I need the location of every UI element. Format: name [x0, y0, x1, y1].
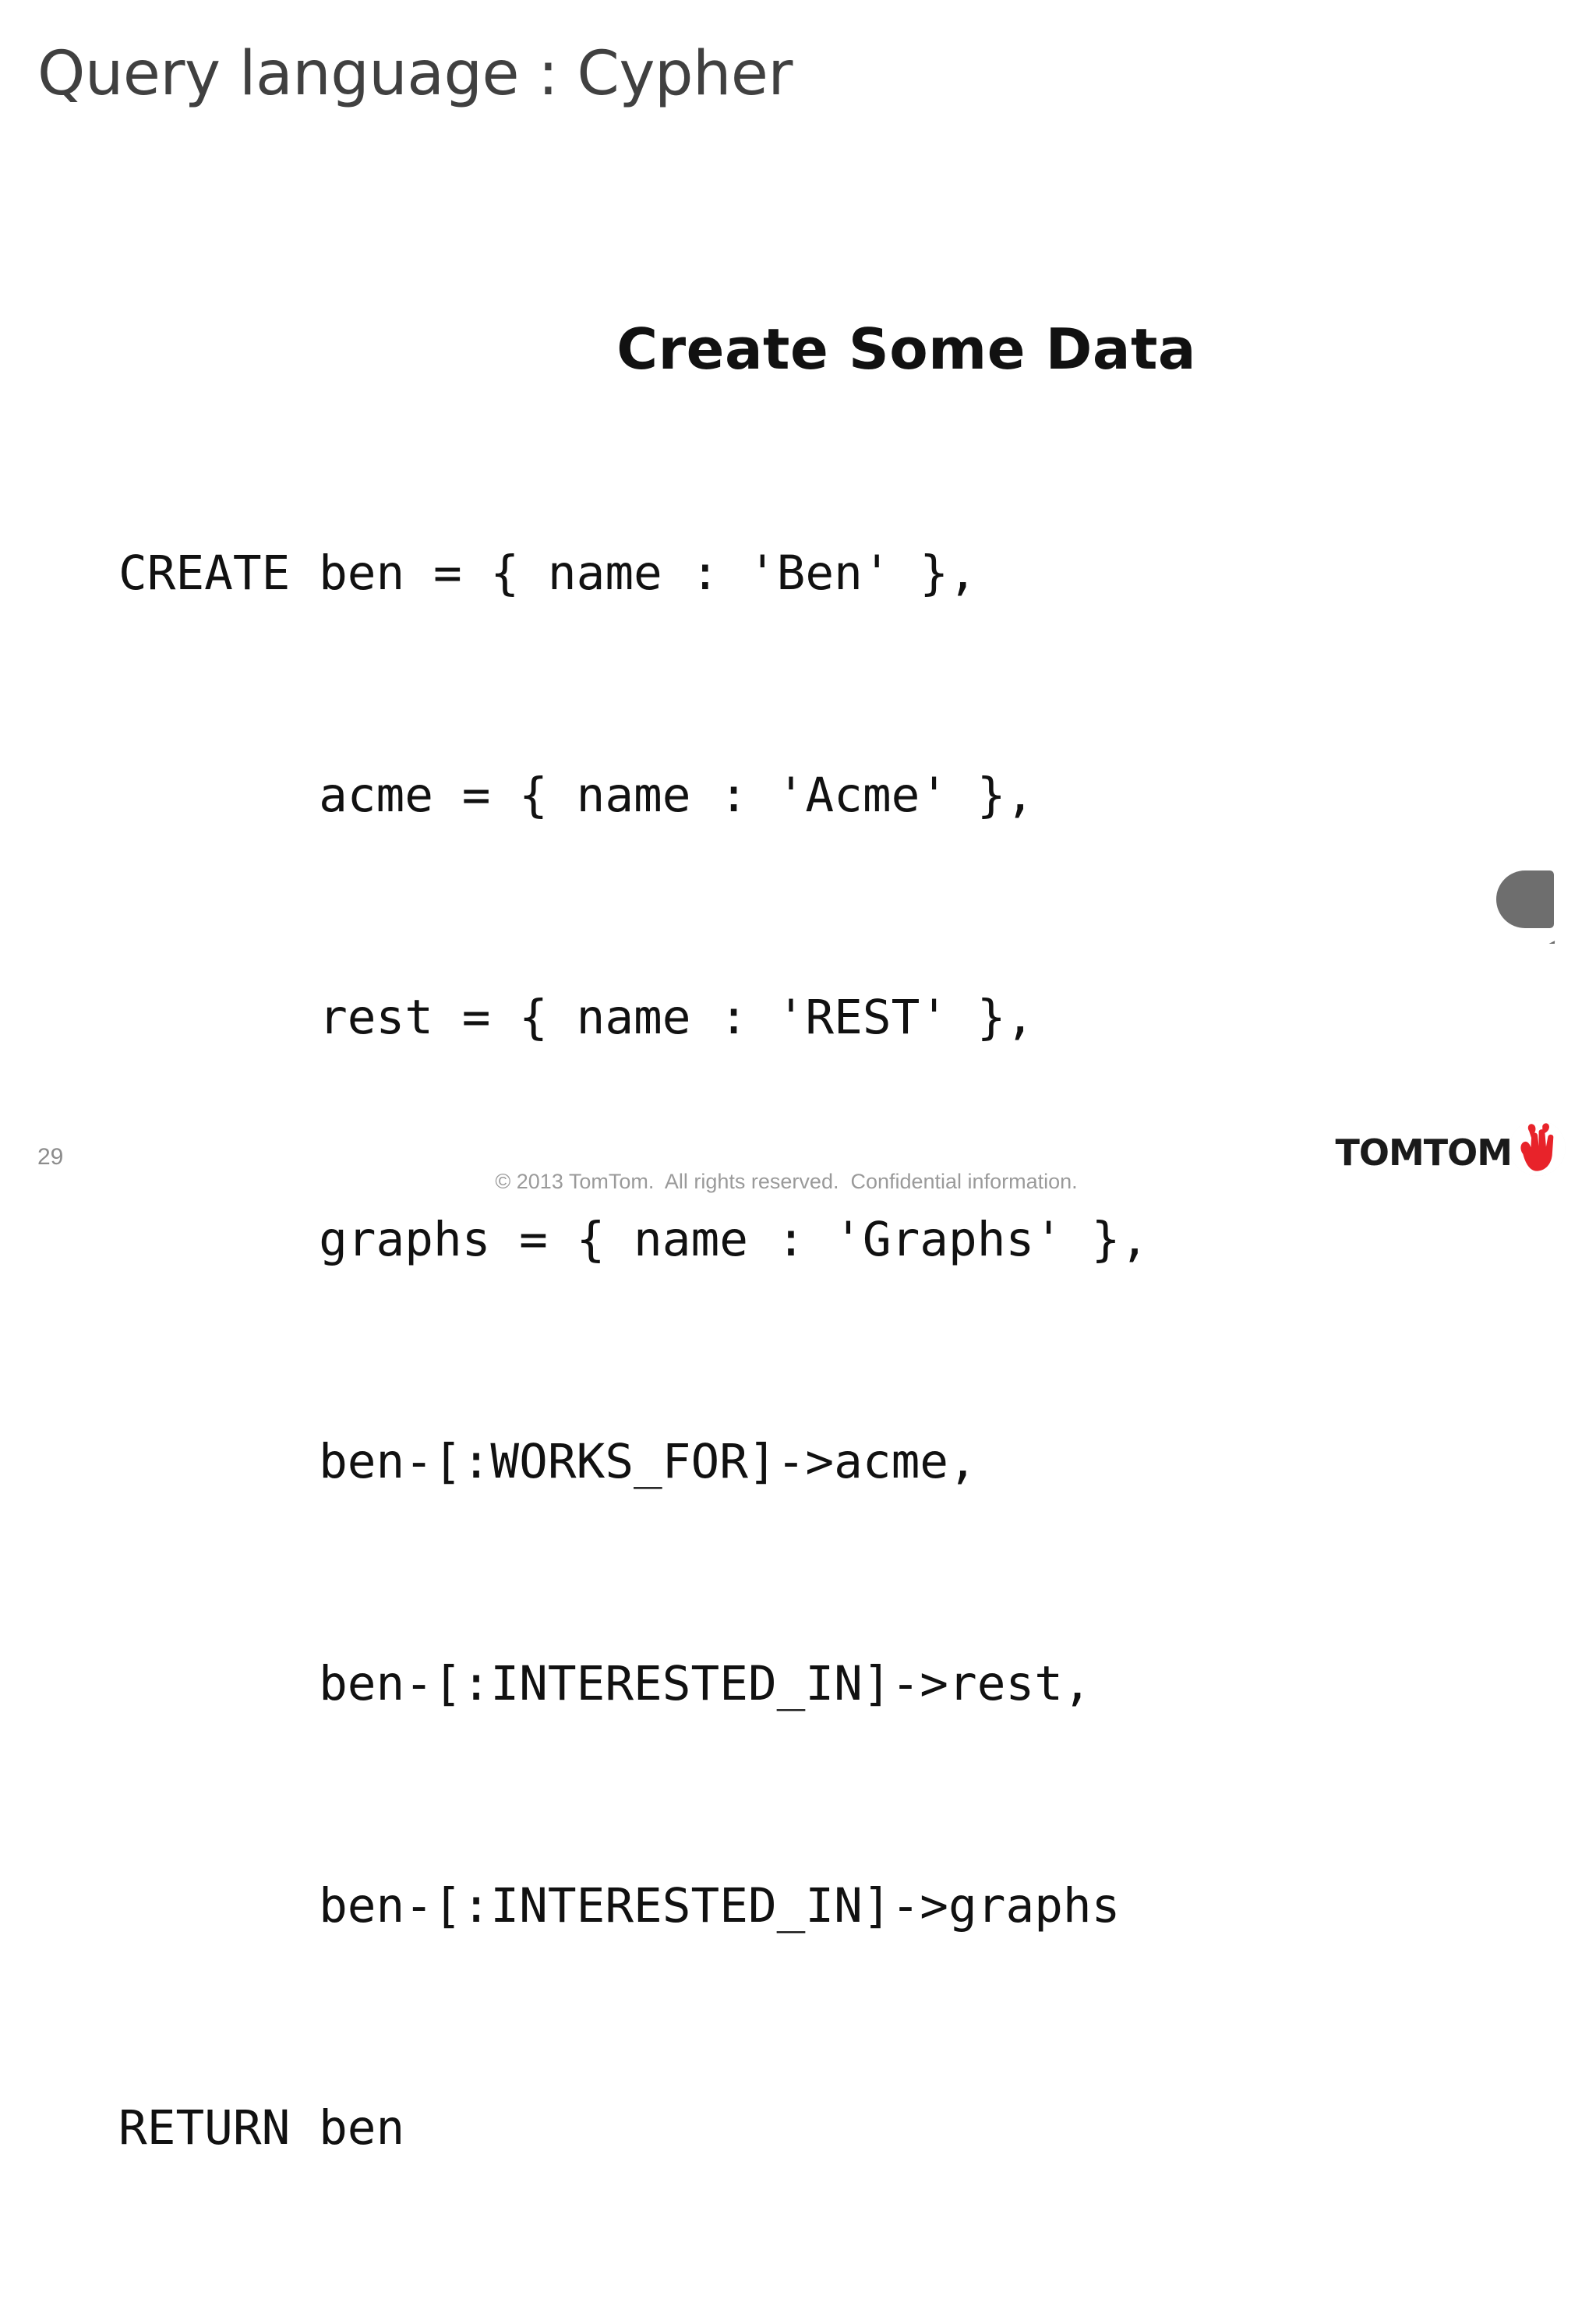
content-heading: Create Some Data: [0, 257, 1596, 443]
code-line: ben-[:INTERESTED_IN]->graphs: [118, 1878, 1121, 1933]
speech-bubble-decoration-icon: [1496, 870, 1571, 944]
speech-bubble-body: [1496, 870, 1554, 928]
code-line: rest = { name : 'REST' },: [118, 990, 1035, 1045]
tomtom-wordmark: TOMTOM: [1335, 1118, 1513, 1178]
page-title: Query language : Cypher: [37, 39, 793, 109]
code-line: CREATE ben = { name : 'Ben' },: [118, 546, 977, 601]
code-line: RETURN ben: [118, 2100, 405, 2156]
footer-copyright: © 2013 TomTom. All rights reserved. Conf…: [0, 1146, 1596, 1218]
code-line: acme = { name : 'Acme' },: [118, 768, 1035, 823]
content-heading-text: Create Some Data: [616, 316, 1196, 383]
code-line: ben-[:WORKS_FOR]->acme,: [118, 1434, 977, 1489]
slide: Query language : Cypher Create Some Data…: [0, 39, 1596, 2156]
footer-copyright-text: © 2013 TomTom. All rights reserved. Conf…: [495, 1170, 1078, 1193]
cypher-code-block: CREATE ben = { name : 'Ben' }, acme = { …: [118, 388, 1149, 2313]
code-line: ben-[:INTERESTED_IN]->rest,: [118, 1656, 1092, 1711]
speech-bubble-tail: [1516, 941, 1555, 944]
page-number: 29: [37, 1144, 64, 1170]
tomtom-hand-icon: [1509, 1120, 1566, 1176]
tomtom-logo: TOMTOM: [1335, 1116, 1568, 1180]
